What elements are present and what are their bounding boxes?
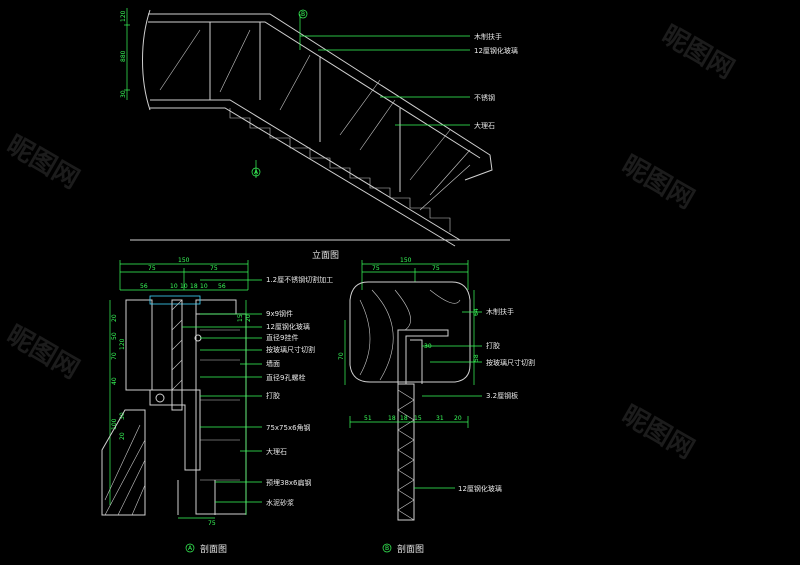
sec-a-dim: 75 <box>210 265 218 272</box>
sec-b-dim: 30 <box>424 343 432 350</box>
sec-b-dim: 51 <box>364 415 372 422</box>
section-b-title: 剖面图 <box>397 543 424 555</box>
sec-b-dim: 15 <box>414 415 422 422</box>
sec-a-dim: 20 <box>245 314 252 322</box>
sec-a-label: 12厘钢化玻璃 <box>266 322 310 331</box>
sec-b-dim: 150 <box>400 257 412 264</box>
sec-a-dim: 75 <box>208 520 216 527</box>
sec-a-label: 预埋38x6扁钢 <box>266 478 312 487</box>
sec-b-dim: 58 <box>473 354 480 362</box>
marker-b: B <box>385 545 389 552</box>
sec-a-label: 直径9孔螺栓 <box>266 373 305 382</box>
sec-b-label: 木制扶手 <box>486 307 514 316</box>
elevation-view: 120 880 30 木制扶手 12厘钢化玻璃 不锈钢 <box>120 8 518 261</box>
sec-b-dim: 20 <box>454 415 462 422</box>
sec-a-dim: 120 <box>119 338 126 350</box>
sec-b-label: 12厘钢化玻璃 <box>458 484 502 493</box>
sec-b-dim: 18 <box>388 415 396 422</box>
sec-a-dim: 100 <box>111 418 118 430</box>
sec-b-dim: 18 <box>400 415 408 422</box>
sec-a-dim: 10 <box>180 283 188 290</box>
section-a-view: 150 75 75 56 10 10 18 10 56 20 50 70 40 … <box>101 257 333 555</box>
sec-a-dim: 10 <box>200 283 208 290</box>
sec-a-dim: 15 <box>237 314 244 322</box>
elev-label: 木制扶手 <box>474 32 502 41</box>
sec-b-label: 按玻璃尺寸切割 <box>486 358 535 367</box>
sec-a-dim: 20 <box>119 432 126 440</box>
sec-a-dim: 50 <box>111 332 118 340</box>
watermark-text: 昵图网 <box>617 400 700 465</box>
sec-a-label: 按玻璃尺寸切割 <box>266 345 315 354</box>
section-b-view: 150 75 75 70 64 58 30 51 18 18 15 31 20 <box>338 257 535 555</box>
sec-a-label: 墙面 <box>266 359 280 368</box>
elev-dim: 30 <box>120 90 127 98</box>
sec-a-label: 直径9挂件 <box>266 333 298 342</box>
sec-b-dim: 75 <box>432 265 440 272</box>
elev-label: 大理石 <box>474 121 495 130</box>
watermark-text: 昵图网 <box>2 130 85 195</box>
watermark-text: 昵图网 <box>657 20 740 85</box>
section-a-title: 剖面图 <box>200 543 227 555</box>
sec-a-label: 大理石 <box>266 447 287 456</box>
sec-a-label: 打胶 <box>266 391 280 400</box>
watermark-text: 昵图网 <box>617 150 700 215</box>
sec-a-label: 9x9钢件 <box>266 309 293 318</box>
sec-b-label: 3.2厘钢板 <box>486 391 518 400</box>
marker-b: B <box>301 11 305 18</box>
sec-a-dim: 18 <box>190 283 198 290</box>
sec-b-dim: 31 <box>436 415 444 422</box>
marker-a: A <box>254 169 259 176</box>
elev-dim: 120 <box>120 10 127 22</box>
sec-b-label: 打胶 <box>486 341 500 350</box>
sec-b-dim: 75 <box>372 265 380 272</box>
sec-a-dim: 56 <box>140 283 148 290</box>
sec-a-dim: 30 <box>119 412 126 420</box>
sec-a-label: 75x75x6角钢 <box>266 423 311 432</box>
elev-label: 不锈钢 <box>474 93 495 102</box>
sec-a-dim: 70 <box>111 352 118 360</box>
elevation-title: 立面图 <box>312 249 339 261</box>
sec-a-dim: 150 <box>178 257 190 264</box>
sec-a-label: 1.2厘不锈钢切割加工 <box>266 275 333 284</box>
sec-b-dim: 70 <box>338 352 345 360</box>
watermark-text: 昵图网 <box>2 320 85 385</box>
sec-a-label: 水泥砂浆 <box>266 498 294 507</box>
sec-a-dim: 40 <box>111 377 118 385</box>
sec-a-dim: 20 <box>111 314 118 322</box>
marker-a: A <box>188 545 193 552</box>
elev-label: 12厘钢化玻璃 <box>474 46 518 55</box>
sec-a-dim: 10 <box>170 283 178 290</box>
watermark: 昵图网 昵图网 昵图网 昵图网 昵图网 <box>2 20 740 465</box>
sec-a-dim: 56 <box>218 283 226 290</box>
elev-dim: 880 <box>120 50 127 62</box>
sec-a-dim: 75 <box>148 265 156 272</box>
